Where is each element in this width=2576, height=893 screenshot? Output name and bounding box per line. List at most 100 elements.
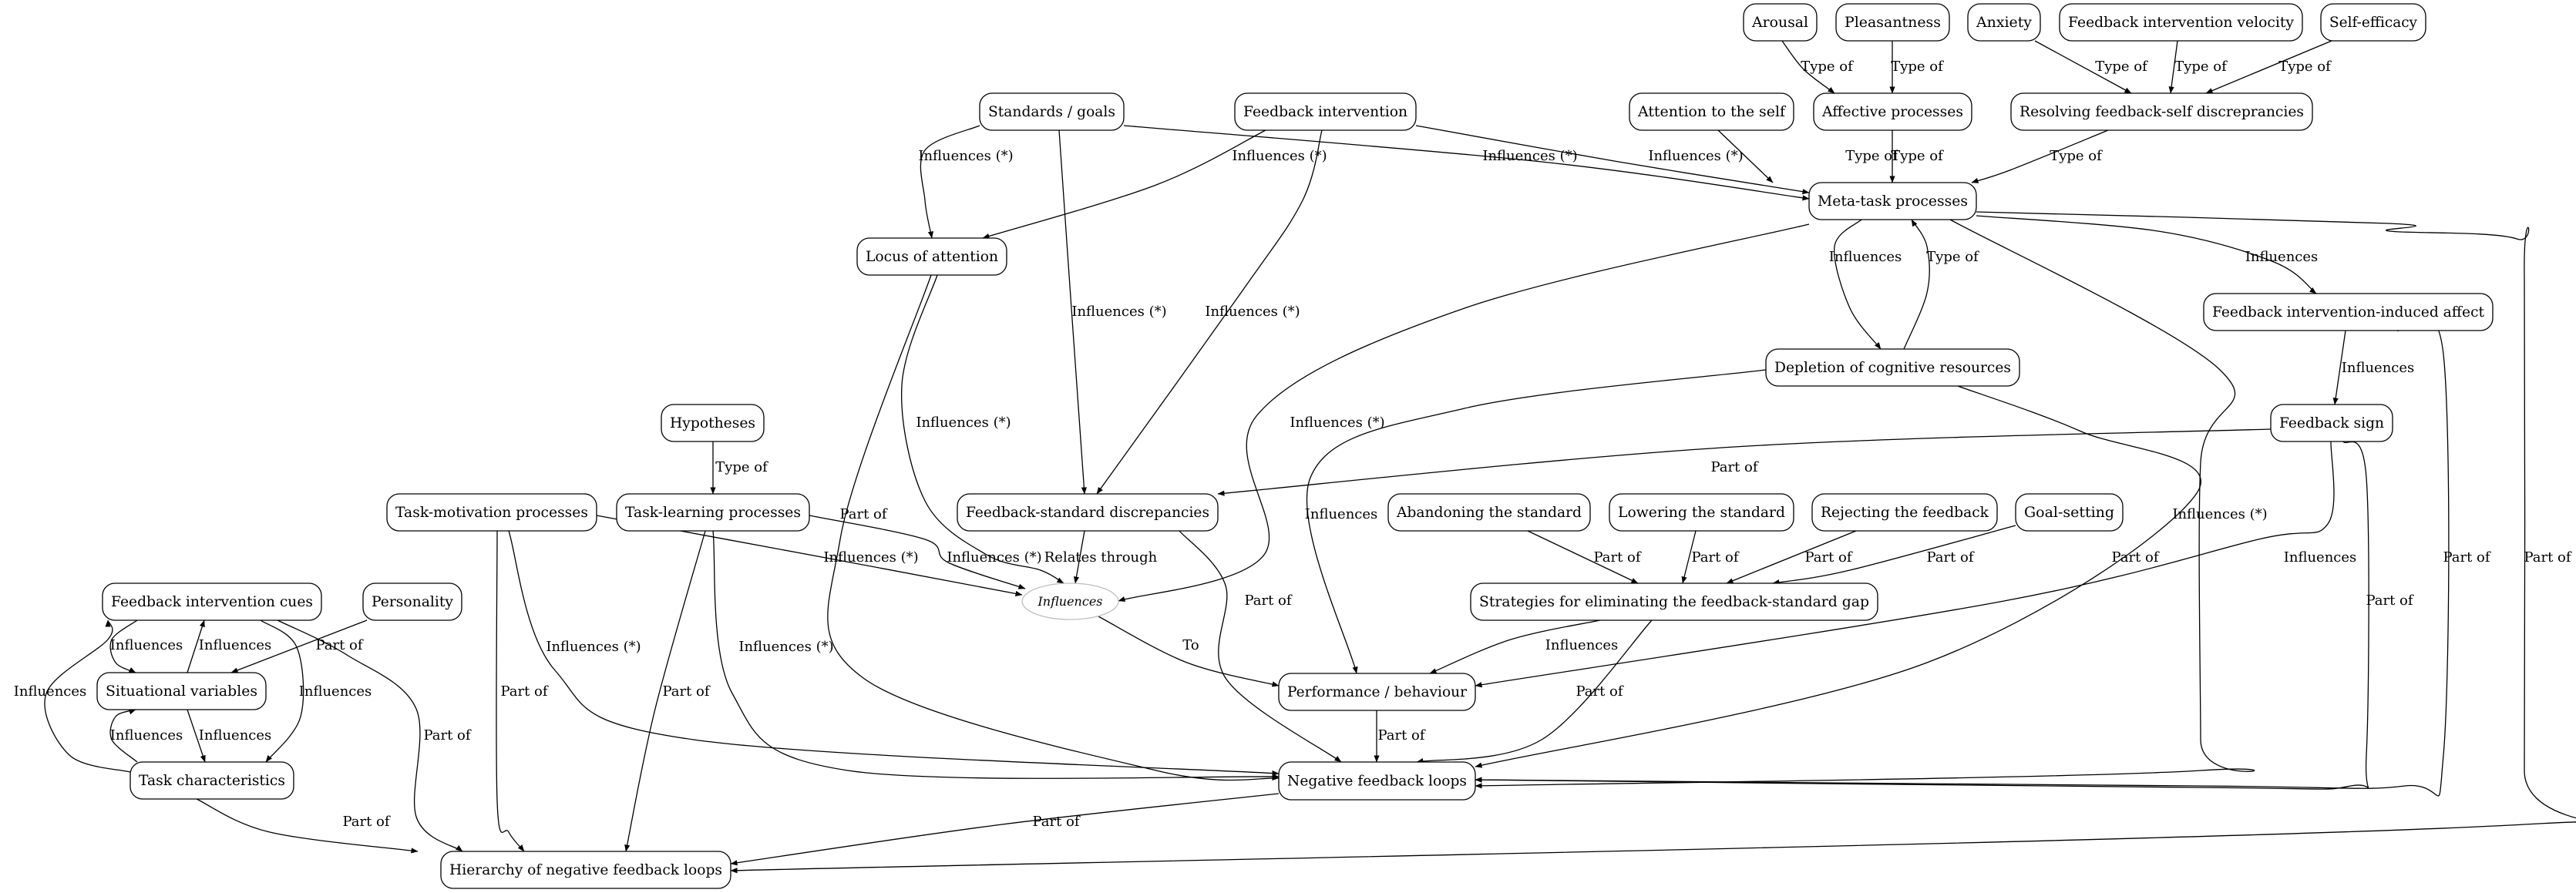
node-task-motiv[interactable]: Task-motivation processes: [386, 493, 597, 532]
edge-line: [1429, 619, 1601, 674]
node-nfl[interactable]: Negative feedback loops: [1278, 761, 1476, 801]
edge-label: Part of: [839, 506, 887, 522]
node-standards[interactable]: Standards / goals: [979, 92, 1125, 131]
node-situational[interactable]: Situational variables: [96, 672, 267, 710]
node-fb-sign[interactable]: Feedback sign: [2270, 404, 2393, 442]
node-performance[interactable]: Performance / behaviour: [1278, 673, 1476, 711]
node-shape: [386, 493, 597, 532]
node-shape: [1808, 182, 1977, 220]
edge-line: [901, 274, 1064, 584]
node-task-char[interactable]: Task characteristics: [129, 761, 294, 800]
node-depletion[interactable]: Depletion of cognitive resources: [1765, 348, 2020, 387]
node-label: Feedback intervention-induced affect: [2212, 304, 2484, 321]
edge-fic-to-hierarchy: [277, 619, 463, 852]
edge-strategies-to-performance: [1429, 619, 1601, 674]
node-shape: [129, 761, 294, 800]
node-shape: [1765, 348, 2020, 387]
node-anxiety[interactable]: Anxiety: [1967, 3, 2041, 42]
edge-line: [277, 619, 463, 852]
edge-line: [1976, 215, 2317, 294]
node-shape: [1021, 582, 1119, 620]
node-abandon[interactable]: Abandoning the standard: [1387, 493, 1591, 532]
node-label: Lowering the standard: [1618, 504, 1785, 521]
node-personality[interactable]: Personality: [362, 582, 462, 621]
node-shape: [661, 404, 765, 442]
edge-depletion-to-meta: [1903, 219, 1930, 350]
node-shape: [1387, 493, 1591, 532]
edge-situational-to-fic: [187, 619, 205, 673]
edge-task_learn-to-influences_rel: [809, 515, 1026, 589]
node-arousal[interactable]: Arousal: [1743, 3, 1818, 42]
node-pleasantness[interactable]: Pleasantness: [1835, 3, 1950, 42]
edge-label: Type of: [1845, 148, 1898, 164]
edge-label: Part of: [315, 637, 363, 653]
edge-label: Influences: [1305, 506, 1378, 522]
node-shape: [1813, 92, 1972, 131]
node-shape: [2320, 3, 2426, 42]
edge-line: [1073, 530, 1085, 584]
edge-label: Influences (*): [1482, 148, 1577, 164]
node-rejecting[interactable]: Rejecting the feedback: [1811, 493, 1998, 532]
node-affective[interactable]: Affective processes: [1813, 92, 1972, 131]
node-fsd[interactable]: Feedback-standard discrepancies: [957, 493, 1219, 532]
edge-task_char-to-situational: [109, 709, 138, 763]
edge-meta-to-nfl: [1475, 219, 2255, 789]
edge-line: [712, 530, 1280, 780]
edge-line: [1475, 385, 2201, 768]
edge-label: Influences (*): [2172, 506, 2267, 522]
edge-line: [187, 709, 206, 763]
edge-label: Part of: [662, 683, 710, 700]
node-meta[interactable]: Meta-task processes: [1808, 182, 1977, 220]
node-label: Strategies for eliminating the feedback-…: [1479, 593, 1869, 610]
node-lowering[interactable]: Lowering the standard: [1609, 493, 1794, 532]
edge-label: Part of: [2443, 549, 2490, 566]
edge-line: [1096, 129, 1323, 495]
edge-label: Type of: [2050, 148, 2103, 164]
node-label: Arousal: [1751, 14, 1808, 31]
edge-label: Influences: [2342, 360, 2415, 376]
node-shape: [1278, 761, 1476, 801]
edge-line: [1475, 316, 2450, 797]
node-fi-velocity[interactable]: Feedback intervention velocity: [2059, 3, 2303, 42]
edge-label: Part of: [1377, 727, 1425, 744]
node-label: Hierarchy of negative feedback loops: [449, 861, 722, 878]
edge-label: Influences: [199, 727, 272, 744]
edge-label: Type of: [715, 459, 768, 475]
node-resolving[interactable]: Resolving feedback-self discreprancies: [2010, 92, 2313, 131]
edge-locus-to-nfl: [827, 274, 1280, 781]
node-label: Situational variables: [106, 683, 257, 700]
edge-label: Part of: [2366, 593, 2413, 609]
edge-label: Part of: [1804, 549, 1852, 566]
node-strategies[interactable]: Strategies for eliminating the feedback-…: [1470, 582, 1878, 621]
edge-meta-to-hierarchy: [730, 211, 2576, 874]
edge-line: [730, 793, 1280, 866]
node-fic[interactable]: Feedback intervention cues: [102, 582, 322, 621]
node-attention-self[interactable]: Attention to the self: [1629, 92, 1794, 131]
edge-line: [1416, 619, 1653, 764]
edge-label: Influences: [199, 637, 272, 653]
node-fi-affect[interactable]: Feedback intervention-induced affect: [2203, 293, 2494, 331]
edge-line: [1217, 428, 2272, 496]
edge-line: [2205, 40, 2332, 94]
node-label: Feedback intervention velocity: [2068, 14, 2294, 31]
edge-fi-to-meta: [1415, 125, 1810, 195]
node-fi[interactable]: Feedback intervention: [1234, 92, 1417, 131]
node-label: Feedback sign: [2279, 415, 2384, 431]
node-self-efficacy[interactable]: Self-efficacy: [2320, 3, 2426, 42]
node-hypotheses[interactable]: Hypotheses: [661, 404, 765, 442]
node-task-learn[interactable]: Task-learning processes: [616, 493, 810, 532]
node-influences-rel[interactable]: Influences: [1021, 582, 1119, 620]
node-goal[interactable]: Goal-setting: [2015, 493, 2124, 532]
node-locus[interactable]: Locus of attention: [856, 237, 1007, 276]
edge-label: Influences (*): [918, 148, 1013, 164]
node-label: Abandoning the standard: [1396, 504, 1582, 521]
node-label: Rejecting the feedback: [1821, 504, 1989, 521]
node-shape: [616, 493, 810, 532]
edge-line: [920, 125, 980, 239]
edge-label: Type of: [2095, 59, 2148, 75]
edge-label: Type of: [1926, 249, 1979, 265]
edge-label: Part of: [1710, 459, 1758, 475]
node-hierarchy[interactable]: Hierarchy of negative feedback loops: [440, 851, 731, 889]
node-label: Feedback intervention cues: [111, 593, 313, 610]
